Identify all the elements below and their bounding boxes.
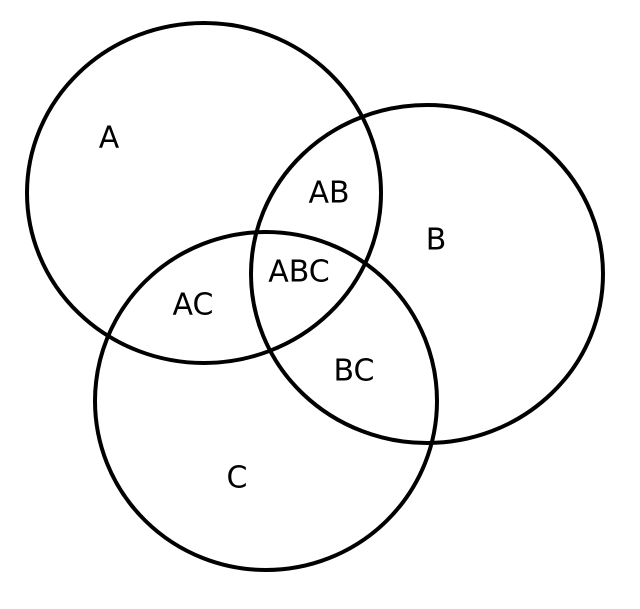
region-label-ab: AB	[308, 176, 349, 211]
region-label-a: A	[99, 121, 120, 156]
set-b-circle	[249, 103, 605, 445]
region-label-bc: BC	[333, 354, 374, 389]
region-label-c: C	[227, 461, 248, 496]
set-c-circle	[93, 230, 439, 572]
set-a-circle	[25, 21, 383, 365]
region-label-abc: ABC	[268, 255, 330, 290]
region-label-ac: AC	[173, 288, 214, 323]
region-label-b: B	[426, 223, 447, 258]
